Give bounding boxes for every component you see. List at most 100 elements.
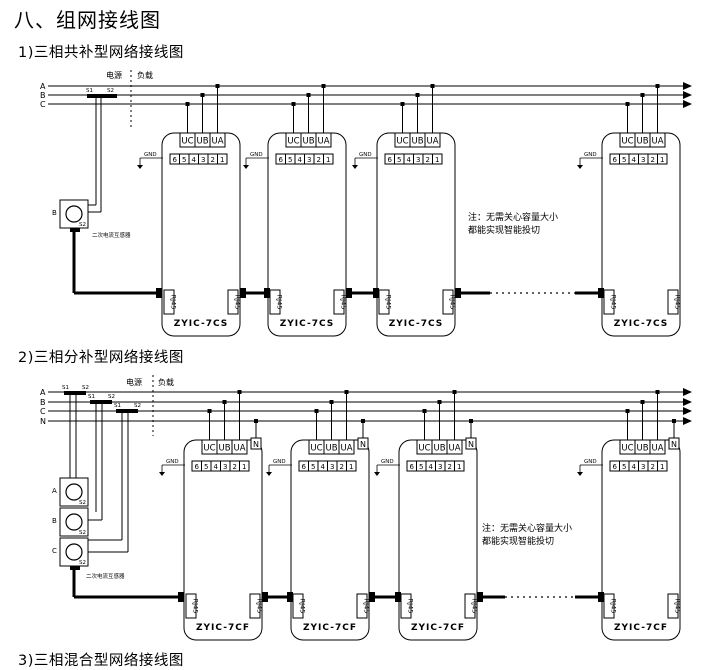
rj45-label: RJ45 — [407, 599, 415, 614]
pin-label: 2 — [651, 156, 655, 164]
ct-s2-label: S2 — [79, 530, 86, 536]
junction-dot — [625, 409, 630, 413]
pin-1 — [346, 460, 357, 472]
junction-dot — [655, 84, 660, 88]
cable-plug — [369, 592, 375, 602]
note-text: 都能实现智能投切 — [468, 224, 540, 236]
ct-phase-label: C — [52, 547, 57, 555]
ct-clamp — [64, 391, 86, 395]
bus-label-c: C — [40, 407, 46, 416]
terminal-label: UC — [418, 444, 430, 454]
load-label: 负载 — [158, 377, 174, 387]
model-label: ZYIC-7CS — [174, 319, 228, 329]
rj45-label: RJ45 — [234, 295, 242, 310]
terminal-label: UA — [211, 137, 223, 147]
model-label: ZYIC-7CF — [303, 623, 357, 633]
note-text: 注：无需关心容量大小 — [482, 522, 572, 534]
pin-label: 6 — [302, 463, 307, 471]
terminal-label: UC — [203, 444, 215, 454]
rj45-label: RJ45 — [276, 295, 284, 310]
terminal-label: UB — [433, 444, 445, 454]
terminal-label: N — [671, 440, 677, 449]
rj45-label: RJ45 — [170, 295, 178, 310]
terminal-label: UB — [196, 137, 208, 147]
junction-dot — [430, 84, 435, 88]
pin-label: 3 — [641, 156, 645, 164]
rj45-port — [333, 289, 345, 315]
gnd-label: GND — [584, 459, 597, 465]
junction-dot — [254, 419, 258, 423]
model-label: ZYIC-7CS — [614, 319, 668, 329]
rj45-port — [269, 289, 281, 315]
ct-clamp — [87, 94, 117, 98]
cable-plug — [262, 592, 268, 602]
terminal-label: N — [468, 440, 474, 449]
pin-label: 2 — [448, 463, 452, 471]
arrow-icon — [683, 407, 692, 415]
junction-dot — [361, 419, 365, 423]
note-text: 都能实现智能投切 — [482, 535, 554, 547]
rj45-port — [249, 593, 261, 619]
pin-label: 2 — [233, 463, 237, 471]
terminal-label: UA — [340, 444, 352, 454]
gnd-label: GND — [273, 459, 286, 465]
pin-label: 5 — [622, 463, 626, 471]
junction-dot — [207, 409, 212, 413]
pin-label: 1 — [457, 463, 461, 471]
rj45-label: RJ45 — [192, 599, 200, 614]
terminal-label: UA — [448, 444, 460, 454]
gnd-label: GND — [166, 459, 179, 465]
note-text: 注：无需关心容量大小 — [468, 211, 558, 223]
ct-caption: 二次电流互感器 — [92, 231, 131, 239]
pin-label: 5 — [311, 463, 315, 471]
ct-coil-icon — [65, 483, 83, 501]
pin-label: 5 — [182, 156, 186, 164]
rj45-label: RJ45 — [385, 295, 393, 310]
ct-s1-label: S1 — [114, 403, 121, 409]
gnd-label: GND — [144, 152, 157, 158]
cable-plug — [477, 592, 483, 602]
pin-label: 4 — [632, 463, 637, 471]
cable-plug — [346, 288, 352, 298]
pin-label: 1 — [220, 156, 224, 164]
terminal-label: UA — [426, 137, 438, 147]
ct-phase-label: B — [52, 209, 57, 217]
ct-s2-label: S2 — [79, 222, 86, 228]
gnd-label: GND — [250, 152, 263, 158]
terminal-label: UB — [411, 137, 423, 147]
junction-dot — [672, 419, 676, 423]
junction-dot — [237, 390, 242, 394]
cable-plug — [598, 592, 604, 602]
pin-label: 4 — [407, 156, 412, 164]
bus-label-c: C — [40, 100, 46, 109]
ct-base — [70, 566, 80, 570]
rj45-port — [356, 593, 368, 619]
terminal-label: N — [253, 440, 259, 449]
arrow-icon — [683, 82, 692, 90]
ct-phase-label: A — [52, 487, 57, 495]
pin-label: 1 — [349, 463, 353, 471]
junction-dot — [640, 93, 645, 97]
pin-label: 3 — [438, 463, 442, 471]
pin-label: 5 — [419, 463, 423, 471]
ground-icon — [352, 165, 358, 169]
junction-dot — [452, 390, 457, 394]
terminal-label: UB — [636, 444, 648, 454]
junction-dot — [329, 400, 334, 404]
bus-label-a: A — [40, 82, 46, 91]
ground-icon — [159, 472, 165, 476]
rj45-label: RJ45 — [610, 295, 618, 310]
pin-1 — [432, 153, 443, 165]
section-2-title: 2)三相分补型网络接线图 — [18, 350, 184, 366]
rj45-port — [603, 593, 615, 619]
ct-s1-label: S1 — [86, 88, 93, 94]
pin-label: 3 — [307, 156, 311, 164]
terminal-label: UB — [218, 444, 230, 454]
source-label: 电源 — [106, 70, 122, 80]
pin-label: 4 — [192, 156, 197, 164]
ct-coil-icon — [65, 543, 83, 561]
arrow-icon — [683, 398, 692, 406]
ct-s2-label: S2 — [107, 88, 114, 94]
cable-plug — [178, 592, 184, 602]
